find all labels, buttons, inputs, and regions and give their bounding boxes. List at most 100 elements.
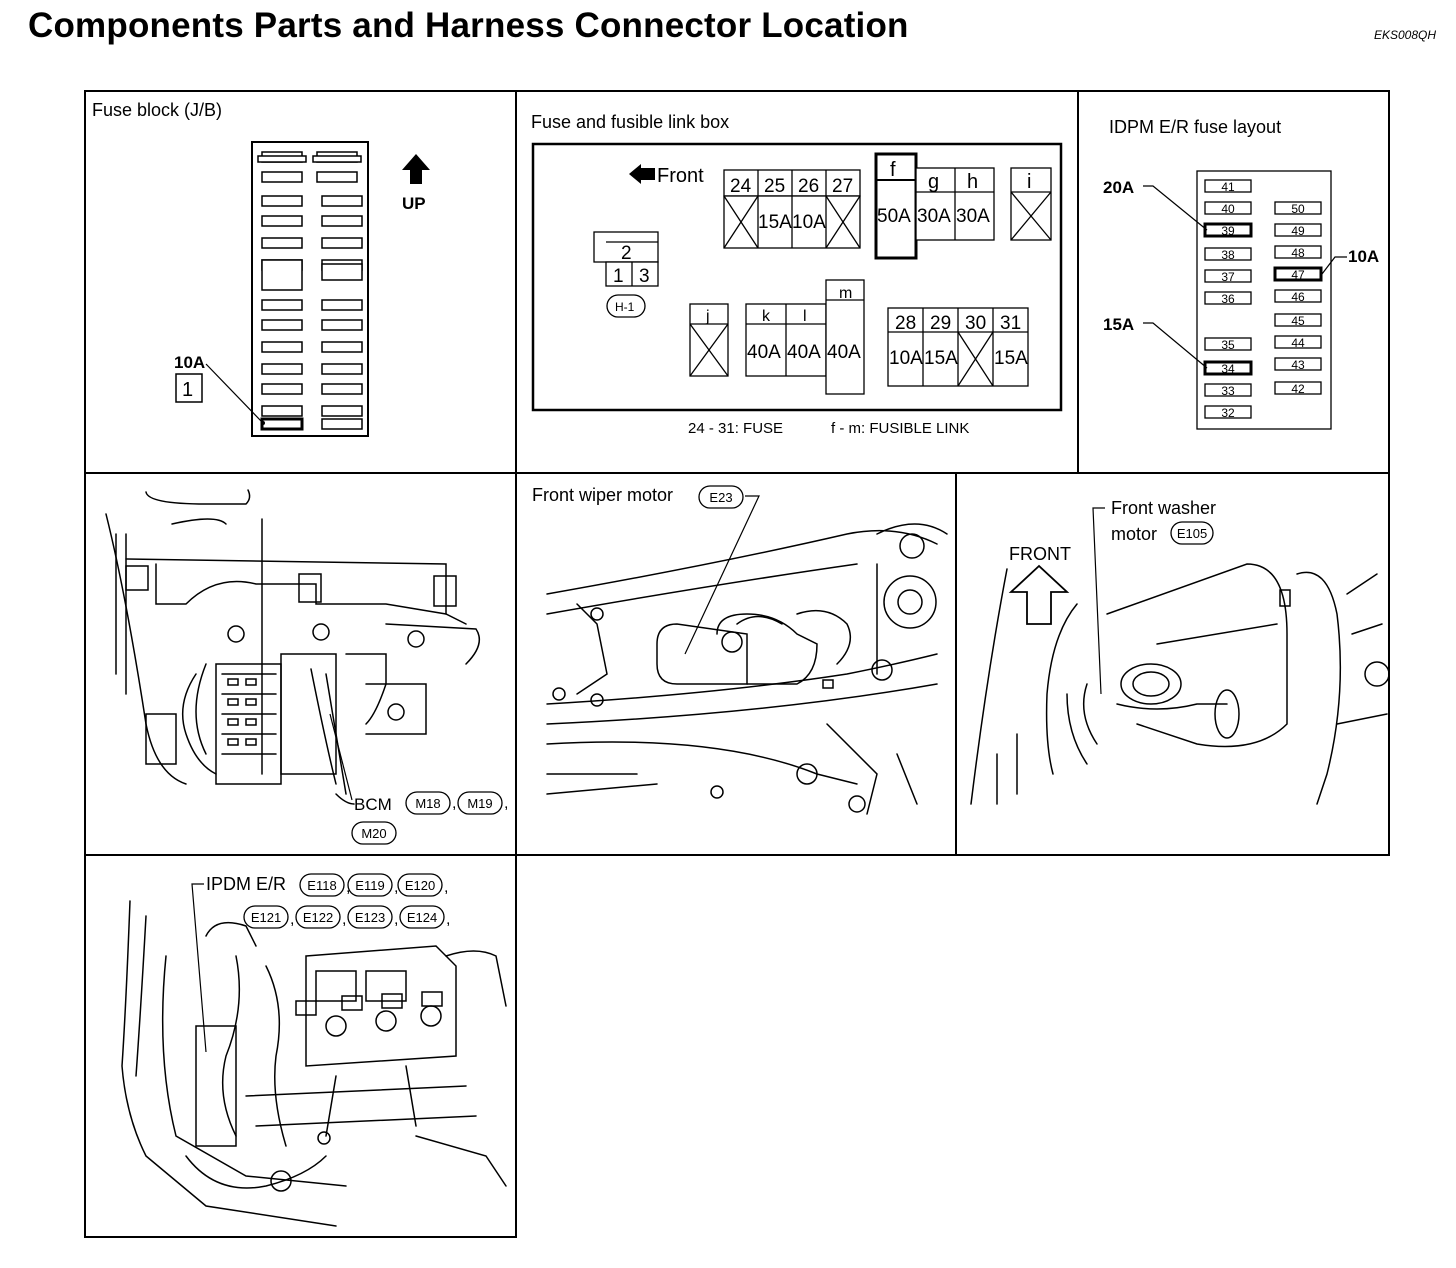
up-label: UP [402,194,426,213]
ipdm-fuse-label-32: 32 [1221,406,1235,420]
fuse-amp-label: 10A [174,353,205,372]
washer-motor-drawing: Front washer motor E105 FRONT [970,498,1390,805]
fuse-31-val: 15A [994,348,1028,369]
connector-e122-label: E122 [303,910,333,925]
connector-e123-label: E123 [355,910,385,925]
connector-e124 [399,905,445,929]
ipdm-layout-title: IDPM E/R fuse layout [1109,117,1282,137]
wiper-label: Front wiper motor [532,485,673,505]
connector-m19-label: M19 [467,796,492,811]
ipdm-fuse-label-49: 49 [1291,224,1305,238]
ipdm-fuse-label-37: 37 [1221,270,1235,284]
ipdm-fuse-35 [1204,337,1252,351]
ipdm-fuse-label-40: 40 [1221,202,1235,216]
bcm-location-drawing: BCM M18,M19,M20 [105,489,508,845]
document-id: EKS008QH [1373,28,1436,42]
washer-panel: Front washer motor E105 FRONT [955,472,1390,856]
link-h-val: 30A [956,206,990,227]
svg-text:,: , [394,879,398,896]
link-i-letter: i [1027,171,1031,193]
ipdm-fuse-label-35: 35 [1221,338,1235,352]
connector-m20 [351,821,397,845]
connector-m18 [405,791,451,815]
washer-front-label: FRONT [1009,544,1071,564]
connector-e121-label: E121 [251,910,281,925]
bcm-panel: BCM M18,M19,M20 [84,472,517,856]
h1-top-num: 2 [621,243,632,264]
fuse-27-num: 27 [832,176,853,197]
link-f-letter: f [890,159,896,181]
link-g-letter: g [928,171,939,193]
ipdm-fuse-40 [1204,201,1252,215]
link-m-letter: m [839,285,852,302]
ipdm-fuse-label-39: 39 [1221,224,1235,238]
ipdm-fuse-36 [1204,291,1252,305]
fuse-31-num: 31 [1000,313,1021,334]
ipdm-fuse-label-45: 45 [1291,314,1305,328]
ipdm-fuse-33 [1204,383,1252,397]
ipdm-fuse-label-48: 48 [1291,246,1305,260]
legend-fuse: 24 - 31: FUSE [688,420,783,437]
ipdm-fuse-46 [1274,289,1322,303]
connector-e122 [295,905,341,929]
fuse-30-num: 30 [965,313,986,334]
link-box-panel: Fuse and fusible link box Front 24 25 26… [515,90,1079,474]
callout-10a: 10A [1348,247,1379,266]
svg-text:,: , [342,911,346,928]
fuse-leader-line [205,363,263,423]
ipdm-label: IPDM E/R [206,874,286,894]
ipdm-fuse-39 [1203,222,1253,238]
connector-m19 [457,791,503,815]
svg-text:,: , [452,795,456,812]
connector-e23 [698,485,744,509]
ipdm-fuse-label-42: 42 [1291,382,1305,396]
h1-left-num: 1 [613,266,624,287]
connector-e121 [243,905,289,929]
fuse-28-num: 28 [895,313,916,334]
fuse-block-panel: Fuse block (J/B) UP 10A 1 [84,90,517,474]
fuse-24-num: 24 [730,176,752,197]
up-arrow-icon [402,154,430,184]
fuse-29-num: 29 [930,313,951,334]
fuse-number-box [175,373,203,403]
washer-label-line2: motor [1111,524,1157,544]
ipdm-fuse-label-46: 46 [1291,290,1305,304]
ipdm-panel: IPDM E/R E118,E119,E120,E121,E122,E123,E… [84,854,517,1238]
link-box-diagram: Front 24 25 26 27 15A 10A f g h 50A 30A … [531,142,1063,437]
connector-e119-label: E119 [355,878,384,893]
ipdm-fuse-label-43: 43 [1291,358,1305,372]
ipdm-fuse-label-33: 33 [1221,384,1235,398]
ipdm-fuse-label-50: 50 [1291,202,1305,216]
connector-e120-label: E120 [405,878,435,893]
connector-e23-label: E23 [709,490,732,505]
fuse-28-val: 10A [889,348,923,369]
ipdm-fuse-34 [1203,360,1253,376]
fuse-number: 1 [182,379,193,401]
fuse-block-diagram: UP 10A 1 [174,141,430,437]
h1-badge: H-1 [615,300,635,314]
ipdm-fuse-label-47: 47 [1291,268,1305,282]
ipdm-fuse-41 [1204,179,1252,193]
connector-e124-label: E124 [407,910,437,925]
ipdm-fuse-48 [1274,245,1322,259]
connector-e118 [299,873,345,897]
link-l-letter: l [803,308,807,325]
connector-e105-label: E105 [1177,526,1207,541]
ipdm-location-drawing: IPDM E/R E118,E119,E120,E121,E122,E123,E… [121,873,507,1227]
bcm-label: BCM [354,795,392,814]
wiper-motor-drawing: Front wiper motor E23 [532,485,948,815]
svg-text:,: , [394,911,398,928]
wiper-panel: Front wiper motor E23 [515,472,957,856]
connector-e105 [1170,521,1214,545]
fuse-25-val: 15A [758,212,792,233]
link-h-letter: h [967,171,978,193]
ipdm-fuse-label-36: 36 [1221,292,1235,306]
ipdm-fuse-label-44: 44 [1291,336,1305,350]
ipdm-fuse-label-38: 38 [1221,248,1235,262]
callout-20a: 20A [1103,178,1134,197]
front-arrow-icon [1008,564,1070,625]
fuse-29-val: 15A [924,348,958,369]
link-m-val: 40A [827,342,861,363]
connector-m20-label: M20 [361,826,386,841]
